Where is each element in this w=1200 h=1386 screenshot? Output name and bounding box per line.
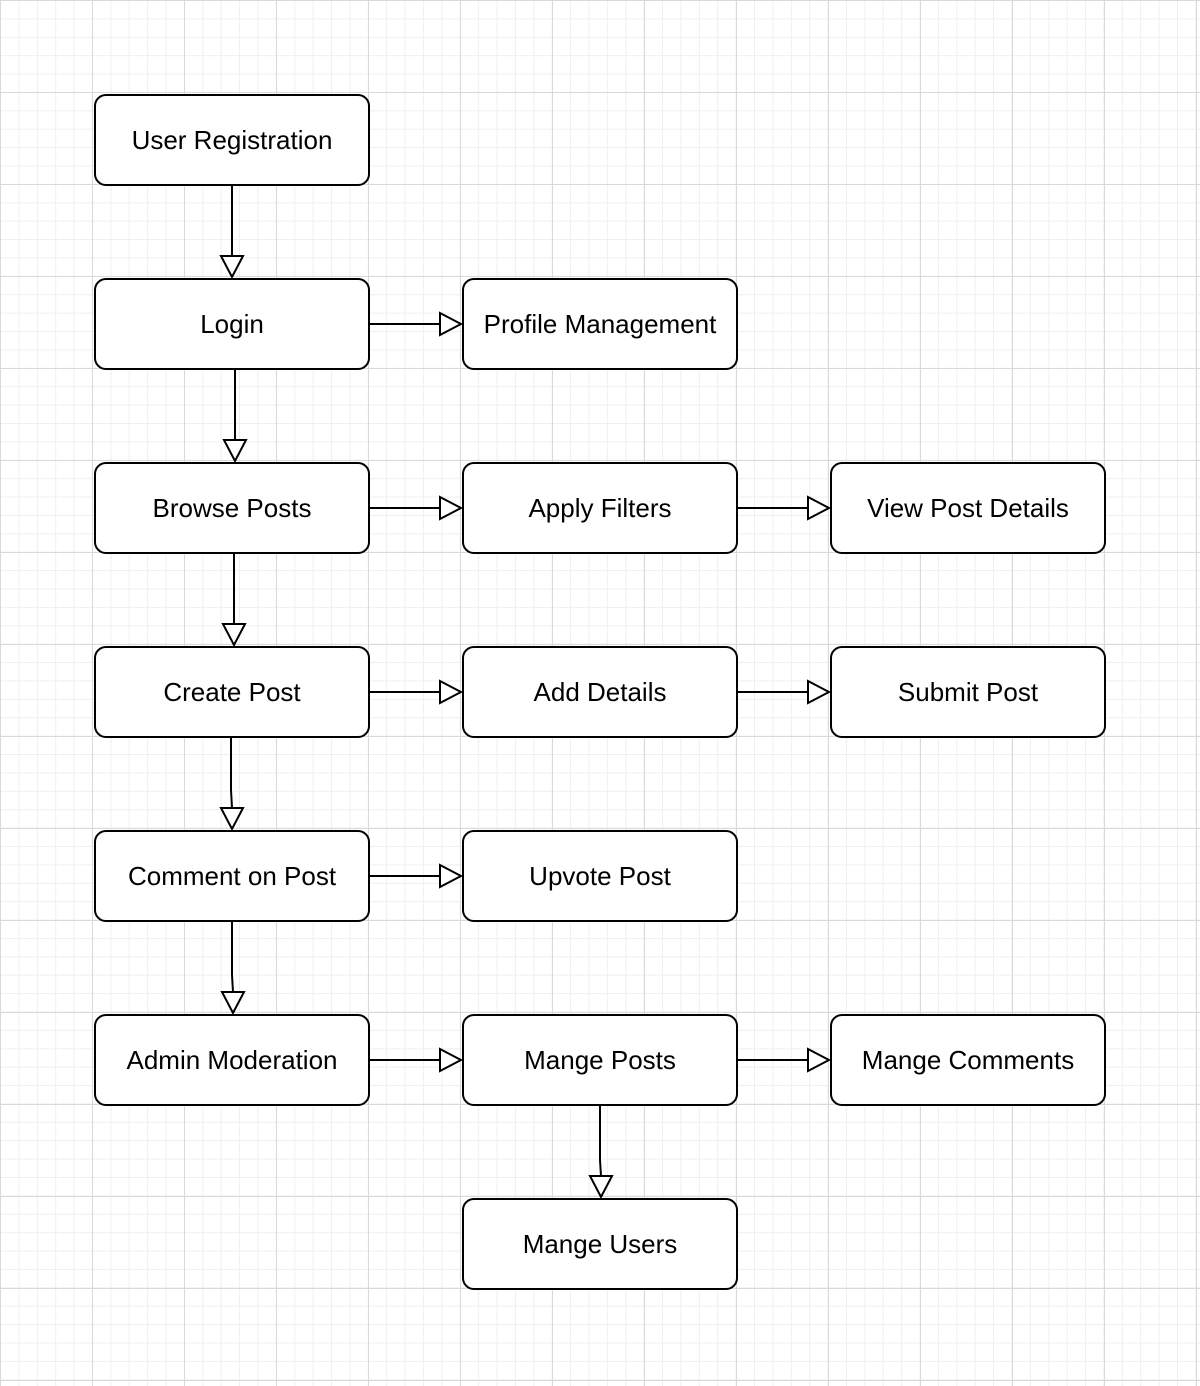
- node-apply-filters[interactable]: Apply Filters: [462, 462, 738, 554]
- node-label: Mange Comments: [861, 1044, 1075, 1075]
- arrowhead: [221, 623, 247, 648]
- arrowhead: [439, 495, 464, 521]
- arrowhead: [439, 1047, 464, 1073]
- node-mange-posts[interactable]: Mange Posts: [462, 1014, 738, 1106]
- node-label: Comment on Post: [127, 860, 337, 891]
- arrowhead: [439, 679, 464, 705]
- arrowhead: [807, 1047, 832, 1073]
- arrowhead: [219, 255, 245, 280]
- node-label: Apply Filters: [528, 492, 672, 523]
- node-user-registration[interactable]: User Registration: [94, 94, 370, 186]
- arrowhead: [807, 679, 832, 705]
- edge-mange-posts-to-mange-users: [599, 1106, 602, 1177]
- node-view-post-details[interactable]: View Post Details: [830, 462, 1106, 554]
- node-label: Mange Users: [522, 1228, 678, 1259]
- node-comment-on-post[interactable]: Comment on Post: [94, 830, 370, 922]
- node-label: Add Details: [533, 676, 667, 707]
- edge-create-post-to-comment-on-post: [230, 738, 233, 809]
- edge-comment-on-post-to-admin-moderation: [231, 922, 234, 993]
- arrowhead: [439, 311, 464, 337]
- arrowhead: [439, 863, 464, 889]
- node-add-details[interactable]: Add Details: [462, 646, 738, 738]
- node-label: Create Post: [163, 676, 301, 707]
- node-label: Login: [200, 308, 264, 339]
- arrowhead: [807, 495, 832, 521]
- node-login[interactable]: Login: [94, 278, 370, 370]
- node-mange-comments[interactable]: Mange Comments: [830, 1014, 1106, 1106]
- node-browse-posts[interactable]: Browse Posts: [94, 462, 370, 554]
- node-label: Admin Moderation: [126, 1044, 338, 1075]
- node-create-post[interactable]: Create Post: [94, 646, 370, 738]
- node-profile-management[interactable]: Profile Management: [462, 278, 738, 370]
- node-admin-moderation[interactable]: Admin Moderation: [94, 1014, 370, 1106]
- arrowhead: [220, 991, 246, 1016]
- node-label: Submit Post: [897, 676, 1039, 707]
- arrowhead: [219, 807, 245, 832]
- node-mange-users[interactable]: Mange Users: [462, 1198, 738, 1290]
- arrowhead: [588, 1175, 614, 1200]
- node-label: Mange Posts: [524, 1044, 676, 1075]
- node-upvote-post[interactable]: Upvote Post: [462, 830, 738, 922]
- node-label: Upvote Post: [529, 860, 671, 891]
- node-label: Browse Posts: [152, 492, 312, 523]
- node-label: View Post Details: [867, 492, 1069, 523]
- node-submit-post[interactable]: Submit Post: [830, 646, 1106, 738]
- node-label: Profile Management: [483, 308, 717, 339]
- arrowhead: [222, 439, 248, 464]
- node-label: User Registration: [131, 124, 333, 155]
